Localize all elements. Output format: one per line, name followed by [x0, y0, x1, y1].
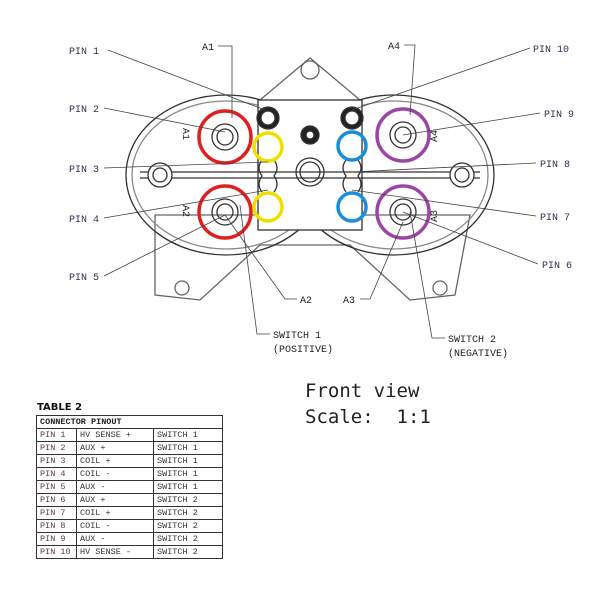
function-cell: AUX + — [76, 441, 154, 455]
scale-readout: Scale: 1:1 — [305, 406, 431, 428]
switch-cell: SWITCH 1 — [153, 441, 223, 455]
pin-cell: PIN 5 — [36, 480, 77, 494]
switch2-main-terminal-a4 — [375, 107, 431, 163]
leader-lines — [103, 44, 541, 339]
switch1-aux-pin-upper — [252, 131, 284, 163]
pin-cell: PIN 1 — [36, 428, 77, 442]
pin-cell: PIN 6 — [36, 493, 77, 507]
function-cell: COIL - — [76, 467, 154, 481]
embossed-a1: A1 — [179, 128, 190, 140]
pin-cell: PIN 4 — [36, 467, 77, 481]
connector-body — [125, 57, 495, 301]
pin-4-label: PIN 4 — [69, 215, 99, 226]
function-cell: COIL + — [76, 506, 154, 520]
switch-cell: SWITCH 2 — [153, 532, 223, 546]
function-cell: COIL + — [76, 454, 154, 468]
pin-9-label: PIN 9 — [544, 110, 574, 121]
scale-value: 1:1 — [396, 406, 431, 428]
switch2-main-terminal-a3 — [375, 184, 431, 240]
switch-cell: SWITCH 1 — [153, 428, 223, 442]
switch-cell: SWITCH 1 — [153, 454, 223, 468]
pin-cell: PIN 9 — [36, 532, 77, 546]
terminal-a2-label: A2 — [300, 296, 312, 307]
pin-cell: PIN 2 — [36, 441, 77, 455]
function-cell: HV SENSE - — [76, 545, 154, 559]
pin-3-label: PIN 3 — [69, 165, 99, 176]
pin-cell: PIN 3 — [36, 454, 77, 468]
switch2-label: SWITCH 2 — [448, 335, 496, 346]
embossed-a3: A3 — [430, 210, 441, 222]
pin-6-label: PIN 6 — [542, 261, 572, 272]
switch-cell: SWITCH 2 — [153, 493, 223, 507]
function-cell: COIL - — [76, 519, 154, 533]
pin-cell: PIN 7 — [36, 506, 77, 520]
switch1-label: SWITCH 1 — [273, 331, 321, 342]
table-title: TABLE 2 — [37, 402, 83, 413]
switch1-main-terminal-a1 — [197, 109, 253, 165]
scale-label: Scale: — [305, 406, 374, 428]
pin-8-label: PIN 8 — [540, 160, 570, 171]
embossed-a4: A4 — [430, 130, 441, 142]
pin-1-label: PIN 1 — [69, 47, 99, 58]
terminal-a1-label: A1 — [202, 43, 214, 54]
switch-cell: SWITCH 2 — [153, 506, 223, 520]
pin-cell: PIN 8 — [36, 519, 77, 533]
switch2-aux-pin-upper — [336, 130, 368, 162]
switch1-polarity: (POSITIVE) — [273, 344, 333, 356]
pin-5-label: PIN 5 — [69, 273, 99, 284]
switch2-polarity: (NEGATIVE) — [448, 348, 508, 360]
pin-7-label: PIN 7 — [540, 213, 570, 224]
switch-cell: SWITCH 1 — [153, 467, 223, 481]
switch1-aux-pin-lower — [252, 191, 284, 223]
table-header: CONNECTOR PINOUT — [36, 415, 223, 429]
switch-cell: SWITCH 1 — [153, 480, 223, 494]
embossed-a2: A2 — [179, 205, 190, 217]
pin-2-label: PIN 2 — [69, 105, 99, 116]
pin-cell: PIN 10 — [36, 545, 77, 559]
view-title: Front view — [305, 380, 420, 402]
switch-highlights — [197, 107, 431, 240]
switch2-aux-pin-lower — [336, 191, 368, 223]
function-cell: HV SENSE + — [76, 428, 154, 442]
switch1-main-terminal-a2 — [197, 184, 253, 240]
switch-cell: SWITCH 2 — [153, 545, 223, 559]
switch-cell: SWITCH 2 — [153, 519, 223, 533]
pin-10-label: PIN 10 — [533, 45, 569, 56]
function-cell: AUX + — [76, 493, 154, 507]
terminal-a4-label: A4 — [388, 42, 400, 53]
function-cell: AUX - — [76, 532, 154, 546]
function-cell: AUX - — [76, 480, 154, 494]
terminal-a3-label: A3 — [343, 296, 355, 307]
